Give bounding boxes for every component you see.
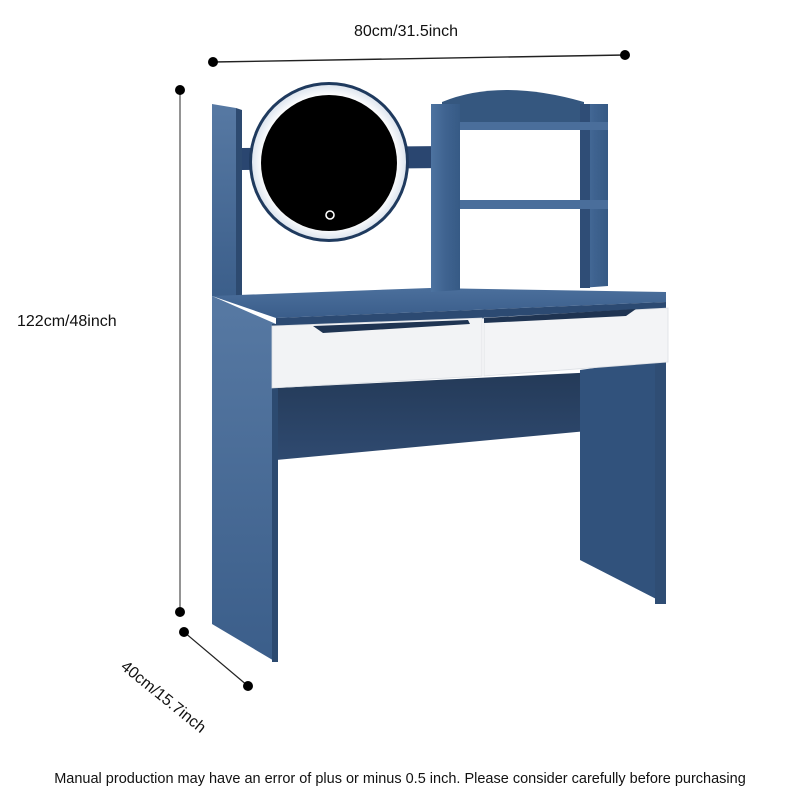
top-shelf	[460, 122, 608, 130]
hutch-left-panel	[431, 104, 460, 292]
right-leg	[580, 358, 666, 604]
height-label: 122cm/48inch	[17, 313, 117, 330]
depth-dimension-line	[179, 627, 253, 691]
hutch-arched-back	[442, 90, 584, 124]
mirror-touch-button-icon	[325, 210, 335, 220]
left-drawer	[271, 317, 483, 389]
left-hutch-post	[212, 104, 236, 300]
right-drawer-pull	[484, 309, 636, 323]
tolerance-disclaimer: Manual production may have an error of p…	[54, 771, 746, 787]
left-drawer-pull	[313, 320, 470, 333]
middle-shelf	[460, 200, 608, 209]
modesty-panel	[276, 372, 598, 460]
left-leg	[212, 296, 276, 662]
width-label: 80cm/31.5inch	[354, 23, 459, 40]
width-dimension-line	[208, 50, 630, 67]
round-led-mirror	[249, 82, 409, 242]
desktop-surface	[212, 288, 666, 318]
height-dimension-line	[175, 85, 185, 617]
